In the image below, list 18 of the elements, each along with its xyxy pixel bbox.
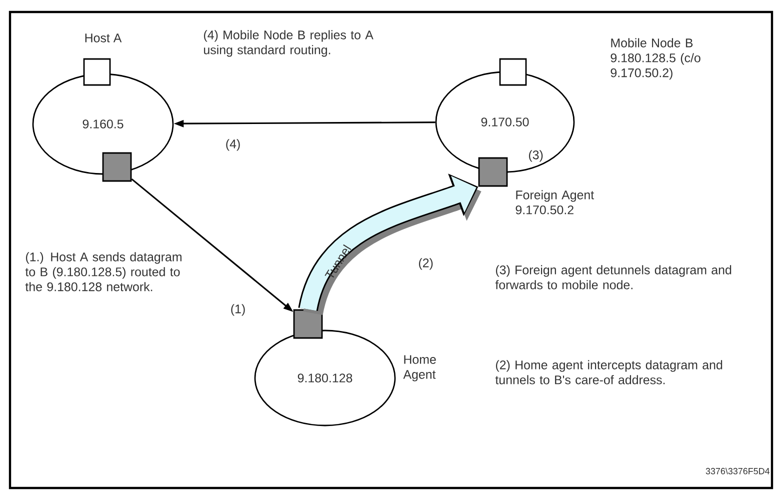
edge-label: (1) (231, 304, 245, 316)
router-box (293, 309, 323, 339)
note-text: (3) Foreign agent detunnels datagram and forwards to mobile node. (495, 265, 732, 290)
edge-label: (4) (226, 139, 240, 151)
host-box (499, 58, 527, 86)
node-caption: Home Agent (403, 355, 436, 382)
router-box (478, 157, 508, 187)
node-caption: Foreign Agent 9.170.50.2 (516, 190, 594, 214)
note-text: (1.) Host A sends datagram to B (9.180.128.5) routed to the 9.180.128 network. (25, 252, 182, 292)
node-caption: Host A (85, 34, 122, 42)
step-number: (3) (528, 150, 543, 162)
router-box (102, 152, 132, 182)
host-box (83, 58, 111, 86)
note-text: (2) Home agent intercepts datagram and tunnels to B's care-of address. (495, 360, 722, 384)
figure-id: 3376\3376F5D4 (706, 468, 770, 474)
note-text: Mobile Node B 9.180.128.5 (c/o 9.170.50.2) (610, 38, 700, 80)
note-text: (4) Mobile Node B replies to A using standard routing. (204, 30, 374, 57)
step-number: (2) (418, 258, 433, 270)
